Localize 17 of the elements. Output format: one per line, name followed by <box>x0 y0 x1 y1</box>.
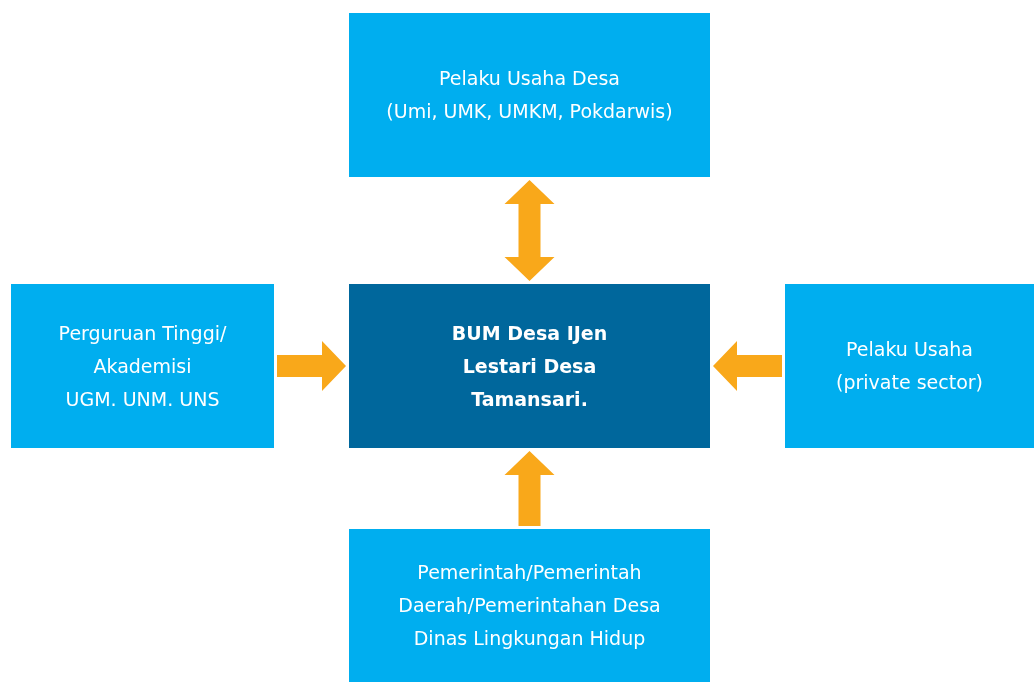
node-text: Pelaku Usaha (private sector) <box>835 337 984 395</box>
block-arrow <box>713 341 782 391</box>
node-text: Dinas Lingkungan Hidup <box>413 626 646 651</box>
central-box <box>349 284 710 448</box>
node-text: UGM. UNM. UNS <box>65 386 220 412</box>
block-arrow <box>504 451 555 526</box>
stakeholder-box <box>349 529 710 682</box>
stakeholder-box <box>349 13 710 177</box>
stakeholder-box <box>11 284 274 448</box>
node-text: Perguruan Tinggi/ Akademisi <box>57 320 228 379</box>
node-text: Pemerintah/Pemerintah Daerah/Pemerintahan Desa <box>397 560 662 618</box>
stakeholder-box <box>785 284 1034 448</box>
node-text: (Umi, UMK, UMKM, Pokdarwis) <box>386 99 673 124</box>
node-text: BUM Desa IJen Lestari Desa Tamansari. <box>450 320 609 412</box>
node-text: Pelaku Usaha Desa <box>439 66 620 91</box>
block-arrow <box>504 180 555 281</box>
block-arrow <box>277 341 346 391</box>
